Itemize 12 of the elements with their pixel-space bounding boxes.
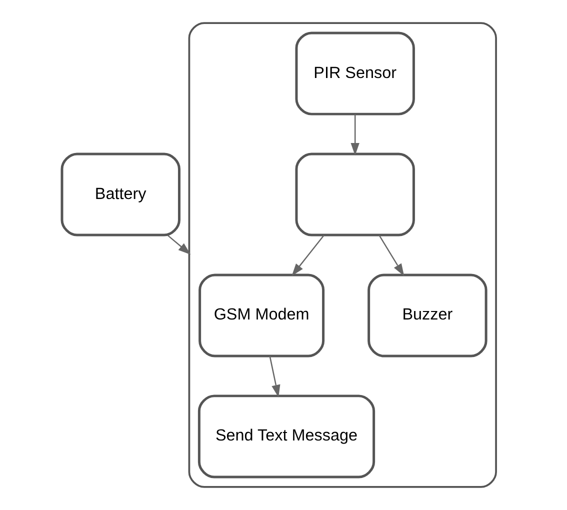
arrow: [378, 234, 404, 276]
node-box: [294, 152, 414, 236]
arrow: [350, 114, 359, 156]
node-box: Buzzer: [367, 274, 487, 358]
arrow: [268, 356, 280, 398]
node-box: Send Text Message: [197, 394, 375, 478]
node-box: PIR Sensor: [294, 32, 414, 116]
node-box: GSM Modem: [198, 274, 324, 358]
arrow: [166, 234, 190, 255]
cluster: [188, 22, 496, 488]
arrow: [291, 234, 324, 276]
node-box: Battery: [60, 152, 180, 236]
